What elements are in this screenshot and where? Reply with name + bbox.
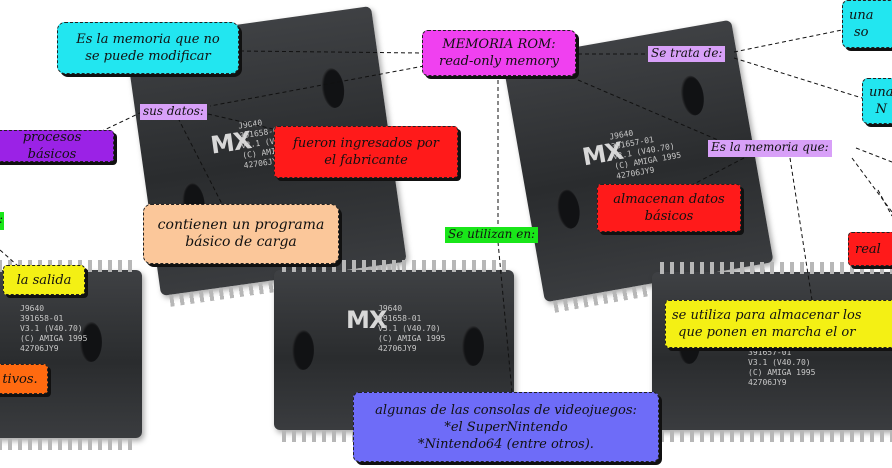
chip-notch xyxy=(292,330,314,370)
link-es-la-memoria-utiliza xyxy=(789,157,813,301)
rom-chip-bottom-right: J9640 391657-01 V3.1 (V40.70) (C) AMIGA … xyxy=(652,262,892,442)
tag-sus-datos: sus datos: xyxy=(140,104,207,120)
node-una-n[interactable]: una N xyxy=(862,78,892,124)
node-programa-carga[interactable]: contienen un programa básico de carga xyxy=(143,204,339,264)
chip-notch xyxy=(462,326,484,366)
chip-notch xyxy=(80,322,102,362)
chip-pins xyxy=(0,438,134,450)
link-sus-datos-procesos xyxy=(99,111,143,133)
tag-es-la-memoria-que: Es la memoria que: xyxy=(708,140,832,157)
node-tivos[interactable]: tivos. xyxy=(0,364,48,394)
node-memoria-rom[interactable]: MEMORIA ROM: read-only memory xyxy=(422,30,576,76)
rom-chip-bottom-left: J9640 391658-01 V3.1 (V40.70) (C) AMIGA … xyxy=(0,260,142,450)
chip-pins xyxy=(660,430,892,442)
node-procesos-basicos[interactable]: procesos básicos xyxy=(0,130,114,162)
node-se-utiliza-almacenar[interactable]: se utiliza para almacenar los que ponen … xyxy=(665,300,892,348)
chip-code: J9640 391658-01 V3.1 (V40.70) (C) AMIGA … xyxy=(378,304,446,353)
tag-se-trata-de: Se trata de: xyxy=(648,46,726,62)
node-no-modificar[interactable]: Es la memoria que no se puede modificar xyxy=(57,22,239,74)
chip-pins xyxy=(282,260,506,272)
link-main-es-la-memoria xyxy=(577,79,719,141)
link-green-salida xyxy=(0,249,19,267)
node-consolas[interactable]: algunas de las consolas de videojuegos: … xyxy=(353,392,659,462)
link-se-trata-una-n xyxy=(733,57,863,99)
node-real[interactable]: real xyxy=(848,232,892,266)
tag-green-left: : xyxy=(0,212,4,230)
chip-pins xyxy=(660,262,892,274)
link-right-real xyxy=(877,189,892,217)
node-fabricante[interactable]: fueron ingresados por el fabricante xyxy=(274,126,458,178)
link-se-trata-una-so xyxy=(733,29,843,53)
node-la-salida[interactable]: la salida xyxy=(3,265,85,295)
tag-se-utilizan-en: Se utilizan en: xyxy=(445,227,539,243)
chip-brand: MX xyxy=(346,306,387,334)
link-es-la-memoria-right xyxy=(855,147,892,163)
node-una-so[interactable]: una so xyxy=(842,0,892,48)
link-main-sus-datos xyxy=(209,65,425,107)
chip-code: J9640 391658-01 V3.1 (V40.70) (C) AMIGA … xyxy=(20,304,88,353)
link-es-la-memoria-almacenan xyxy=(689,157,745,187)
link-sus-datos-programa xyxy=(177,117,223,205)
link-se-utilizan-consolas xyxy=(497,241,513,393)
link-main-no-modificar xyxy=(239,50,423,54)
link-sus-datos-fabricante xyxy=(207,113,287,133)
node-almacenan-datos[interactable]: almacenan datos básicos xyxy=(597,184,741,232)
